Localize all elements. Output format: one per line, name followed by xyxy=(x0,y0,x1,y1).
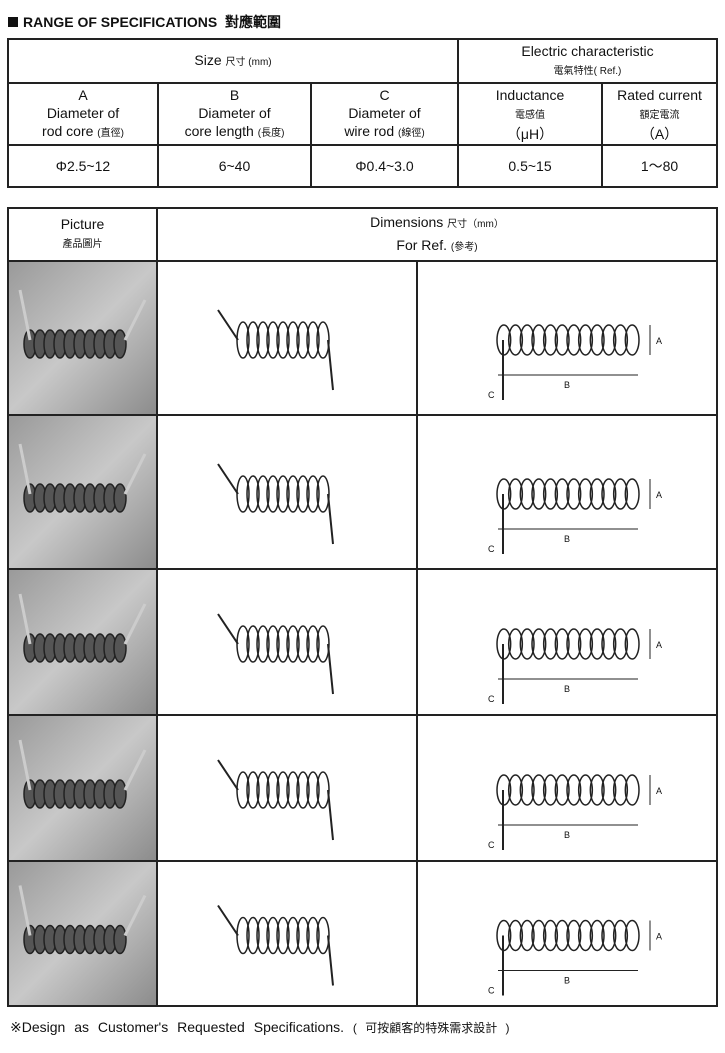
dimension-label-c: C xyxy=(488,840,495,850)
dimension-label-b: B xyxy=(564,830,570,840)
page-title: RANGE OF SPECIFICATIONS 對應範圍 xyxy=(8,12,281,32)
dimensions-header: Dimensions 尺寸（mm）For Ref. (參考) xyxy=(156,207,718,262)
dimension-drawing-cell: B A C xyxy=(416,568,718,716)
value-c: Φ0.4~3.0 xyxy=(310,144,459,188)
dimension-label-b: B xyxy=(564,976,570,986)
dimension-label-a: A xyxy=(656,640,662,650)
coil-photo xyxy=(18,443,146,513)
product-row: B A C xyxy=(7,414,718,570)
product-drawing-cell xyxy=(156,260,418,416)
dimension-drawing: B A C xyxy=(488,478,662,554)
coil-photo xyxy=(18,289,146,359)
dimension-label-a: A xyxy=(656,932,662,942)
coil-drawing xyxy=(217,759,334,841)
value-b: 6~40 xyxy=(157,144,312,188)
dimension-label-b: B xyxy=(564,684,570,694)
dimension-label-c: C xyxy=(488,390,495,400)
product-photo-cell xyxy=(7,414,158,570)
coil-photo xyxy=(18,885,146,955)
coil-drawing xyxy=(217,904,334,986)
dimension-label-a: A xyxy=(656,786,662,796)
dimension-drawing-cell: B A C xyxy=(416,260,718,416)
dimension-label-c: C xyxy=(488,986,495,996)
product-photo-cell xyxy=(7,260,158,416)
dimension-label-b: B xyxy=(564,380,570,390)
dimension-drawing: B A C xyxy=(488,919,662,996)
coil-drawing xyxy=(217,309,334,391)
product-row: B A C xyxy=(7,860,718,1007)
dimension-label-b: B xyxy=(564,534,570,544)
title-text: RANGE OF SPECIFICATIONS xyxy=(23,14,218,30)
dimension-label-c: C xyxy=(488,544,495,554)
value-inductance: 0.5~15 xyxy=(457,144,603,188)
dimension-label-a: A xyxy=(656,490,662,500)
product-photo-cell xyxy=(7,568,158,716)
value-rated-current: 1～80 xyxy=(601,144,718,188)
coil-drawing xyxy=(217,463,334,545)
dimension-drawing: B A C xyxy=(488,324,662,400)
dimension-drawing-cell: B A C xyxy=(416,860,718,1007)
product-row: B A C xyxy=(7,568,718,716)
product-drawing-cell xyxy=(156,568,418,716)
product-photo-cell xyxy=(7,860,158,1007)
product-drawing-cell xyxy=(156,860,418,1007)
product-drawing-cell xyxy=(156,414,418,570)
dimension-drawing-cell: B A C xyxy=(416,414,718,570)
dimension-drawing: B A C xyxy=(488,628,662,704)
footer-note: ※Design as Customer's Requested Specific… xyxy=(10,1019,510,1035)
square-bullet-icon xyxy=(8,17,18,27)
coil-photo xyxy=(18,739,146,809)
product-drawing-cell xyxy=(156,714,418,862)
product-photo-cell xyxy=(7,714,158,862)
dimension-label-a: A xyxy=(656,336,662,346)
value-a: Φ2.5~12 xyxy=(7,144,159,188)
dimension-label-c: C xyxy=(488,694,495,704)
dimension-drawing: B A C xyxy=(488,774,662,850)
coil-drawing xyxy=(217,613,334,695)
title-zh: 對應範圍 xyxy=(224,14,281,30)
dimension-drawing-cell: B A C xyxy=(416,714,718,862)
product-row: B A C xyxy=(7,260,718,416)
coil-photo xyxy=(18,593,146,663)
product-row: B A C xyxy=(7,714,718,862)
size-header: Size 尺寸 (mm) xyxy=(7,38,459,84)
